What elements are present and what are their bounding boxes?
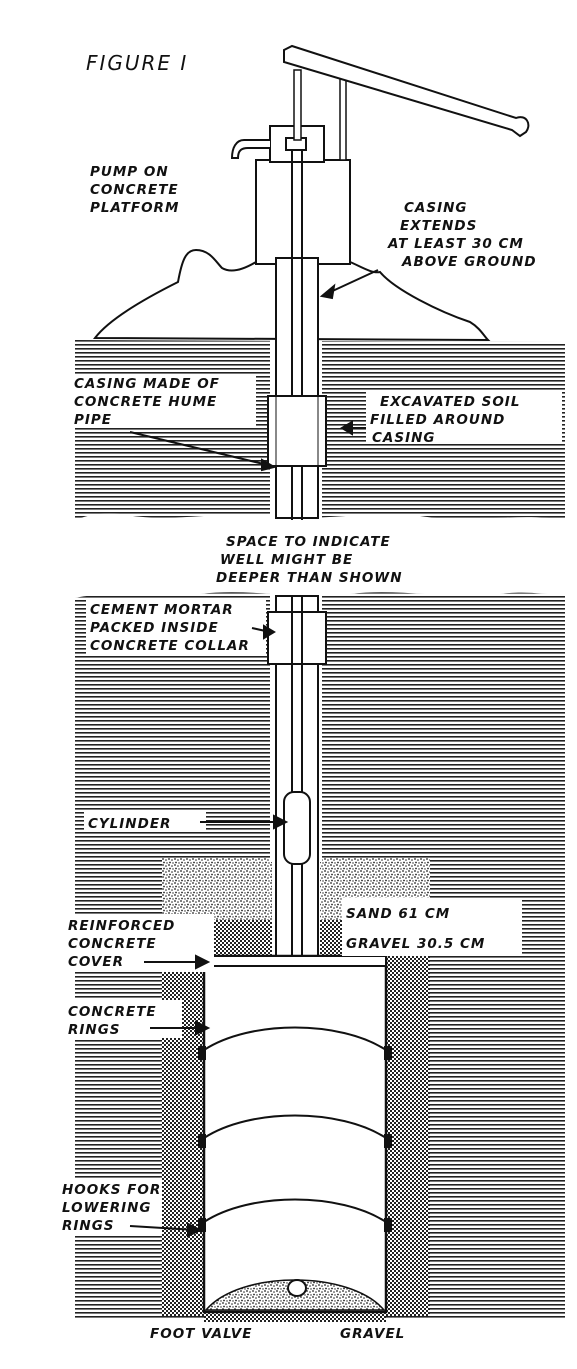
gravel-right: [386, 956, 430, 1316]
label-bg-excavated: [366, 390, 562, 444]
label-mortar-2: PACKED INSIDE: [90, 620, 219, 636]
hook-2r: [384, 1134, 392, 1148]
label-casing-made-1: CASING MADE OF: [74, 376, 220, 392]
label-bg-sand: [342, 898, 522, 956]
label-hooks-1: HOOKS FOR: [62, 1182, 161, 1198]
label-hooks-3: RINGS: [62, 1218, 115, 1234]
pump-rod: [293, 69, 302, 141]
label-cover-3: COVER: [68, 954, 124, 970]
label-hooks-2: LOWERING: [62, 1200, 152, 1216]
ring-joint-3: [203, 1198, 387, 1223]
pump-handle: [283, 44, 530, 138]
ring-joint-1: [203, 1026, 387, 1051]
label-excavated-1: EXCAVATED SOIL: [380, 394, 520, 410]
label-bg-mortar: [86, 600, 266, 656]
label-space-1: SPACE TO INDICATE: [226, 534, 391, 550]
leader-arrows: [129, 269, 379, 1238]
label-casing-ext-1: CASING: [404, 200, 467, 216]
label-casing-made-3: PIPE: [74, 412, 112, 428]
foot-valve: [287, 1279, 307, 1297]
hook-3r: [384, 1218, 392, 1232]
label-casing-ext-4: ABOVE GROUND: [401, 254, 537, 270]
label-excavated-3: CASING: [372, 430, 435, 446]
casing-pipe-upper: [275, 257, 319, 519]
label-pump-1: PUMP ON: [90, 164, 169, 180]
ring-cover: [203, 955, 387, 967]
label-bg-cylinder: [84, 812, 206, 832]
label-gravel-bottom: GRAVEL: [340, 1326, 405, 1342]
label-bg-space: [210, 530, 480, 586]
upper-collar: [267, 395, 327, 467]
label-pump-2: CONCRETE: [90, 182, 179, 198]
well-rings: [202, 954, 388, 1314]
pump-link: [339, 67, 347, 161]
label-pump-3: PLATFORM: [90, 200, 179, 216]
label-bg-casing-made: [70, 374, 256, 428]
pump-cylinder: [283, 791, 311, 865]
hook-1l: [198, 1046, 206, 1060]
label-excavated-2: FILLED AROUND: [370, 412, 505, 428]
label-cylinder: CYLINDER: [88, 816, 171, 832]
spout: [230, 139, 270, 159]
label-space-2: WELL MIGHT BE: [220, 552, 353, 568]
figure-title: FIGURE I: [86, 51, 188, 75]
label-space-3: DEEPER THAN SHOWN: [216, 570, 403, 586]
label-mortar-3: CONCRETE COLLAR: [90, 638, 250, 654]
mortar-collar: [267, 611, 327, 665]
label-foot-valve: FOOT VALVE: [150, 1326, 252, 1342]
label-casing-made-2: CONCRETE HUME: [74, 394, 217, 410]
label-cover-2: CONCRETE: [68, 936, 157, 952]
hook-3l: [198, 1218, 206, 1232]
ring-joint-2: [203, 1114, 387, 1139]
label-rings-1: CONCRETE: [68, 1004, 157, 1020]
label-rings-2: RINGS: [68, 1022, 121, 1038]
label-gravel-layer: GRAVEL 30.5 CM: [346, 936, 485, 952]
label-casing-ext-2: EXTENDS: [400, 218, 477, 234]
label-bg-rings: [64, 1000, 182, 1038]
label-mortar-1: CEMENT MORTAR: [90, 602, 234, 618]
label-sand: SAND 61 CM: [346, 906, 450, 922]
label-cover-1: REINFORCED: [68, 918, 175, 934]
label-casing-ext-3: AT LEAST 30 CM: [387, 236, 524, 252]
hook-2l: [198, 1134, 206, 1148]
hook-1r: [384, 1046, 392, 1060]
